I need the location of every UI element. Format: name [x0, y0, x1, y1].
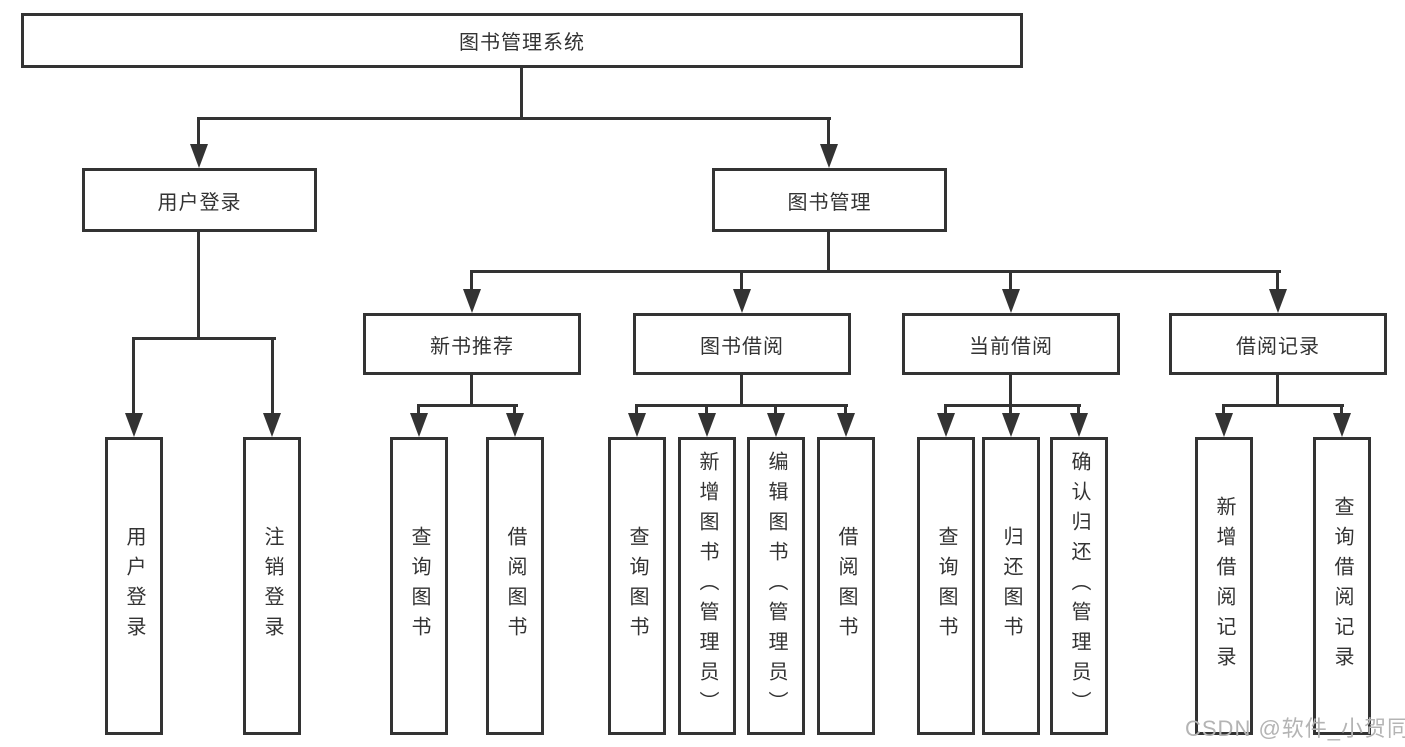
- connector-groupC-drop1: [944, 404, 947, 415]
- connector-level2-rail: [197, 117, 831, 120]
- connector-groupB-drop4: [844, 404, 847, 415]
- connector-groupD-drop2: [1340, 404, 1343, 415]
- arrow-down-icon: [1215, 413, 1233, 437]
- arrow-down-icon: [263, 413, 281, 437]
- connector-stem-new-book: [470, 270, 473, 293]
- leaf-add-books-admin: 新增图书（管理员）: [678, 437, 736, 735]
- leaf-logout: 注销登录: [243, 437, 301, 735]
- leaf-borrow-books: 借阅图书: [486, 437, 544, 735]
- leaf-label: 注销登录: [261, 526, 283, 646]
- arrow-down-icon: [1002, 289, 1020, 313]
- connector-groupB-stem: [740, 375, 743, 407]
- leaf-edit-books-admin: 编辑图书（管理员）: [747, 437, 805, 735]
- arrow-down-icon: [506, 413, 524, 437]
- leaf-label: 查询图书: [626, 526, 648, 646]
- leaf-query-books: 查询图书: [917, 437, 975, 735]
- arrow-down-icon: [837, 413, 855, 437]
- arrow-down-icon: [733, 289, 751, 313]
- connector-groupB-drop3: [774, 404, 777, 415]
- connector-stem-book-management: [827, 117, 830, 145]
- leaf-label: 新增图书（管理员）: [696, 451, 718, 721]
- arrow-down-icon: [1070, 413, 1088, 437]
- connector-groupC-drop2: [1009, 404, 1012, 415]
- connector-groupC-stem: [1009, 375, 1012, 407]
- node-new-book-recommend: 新书推荐: [363, 313, 581, 375]
- leaf-label: 借阅图书: [835, 526, 857, 646]
- leaf-return-books: 归还图书: [982, 437, 1040, 735]
- connector-groupA-stem: [470, 375, 473, 407]
- arrow-down-icon: [125, 413, 143, 437]
- csdn-watermark: CSDN @软件_小贺同学: [1185, 716, 1405, 741]
- leaf-label: 编辑图书（管理员）: [765, 451, 787, 721]
- node-user-login: 用户登录: [82, 168, 317, 232]
- connector-stem-book-borrow: [740, 270, 743, 293]
- arrow-down-icon: [410, 413, 428, 437]
- node-current-borrow: 当前借阅: [902, 313, 1120, 375]
- connector-groupB-drop1: [635, 404, 638, 415]
- arrow-down-icon: [820, 144, 838, 168]
- node-book-borrow: 图书借阅: [633, 313, 851, 375]
- connector-user-login-rail: [132, 337, 276, 340]
- connector-root-stem: [520, 68, 523, 120]
- leaf-borrow-books: 借阅图书: [817, 437, 875, 735]
- node-borrow-records: 借阅记录: [1169, 313, 1387, 375]
- connector-groupD-stem: [1276, 375, 1279, 407]
- leaf-add-borrow-record: 新增借阅记录: [1195, 437, 1253, 735]
- connector-groupA-drop1: [417, 404, 420, 415]
- leaf-label: 查询图书: [408, 526, 430, 646]
- arrow-down-icon: [1002, 413, 1020, 437]
- leaf-label: 归还图书: [1000, 526, 1022, 646]
- connector-groupC-drop3: [1077, 404, 1080, 415]
- connector-user-login-stem: [197, 232, 200, 340]
- node-book-management: 图书管理: [712, 168, 947, 232]
- leaf-query-books: 查询图书: [390, 437, 448, 735]
- leaf-user-login: 用户登录: [105, 437, 163, 735]
- arrow-down-icon: [1269, 289, 1287, 313]
- node-library-management-system: 图书管理系统: [21, 13, 1023, 68]
- leaf-label: 用户登录: [123, 526, 145, 646]
- connector-groupC-rail: [944, 404, 1081, 407]
- connector-groupA-rail: [417, 404, 518, 407]
- connector-stem-current-borrow: [1009, 270, 1012, 293]
- connector-groupB-drop2: [705, 404, 708, 415]
- leaf-confirm-return-admin: 确认归还（管理员）: [1050, 437, 1108, 735]
- connector-stem-user-login: [197, 117, 200, 145]
- arrow-down-icon: [937, 413, 955, 437]
- arrow-down-icon: [463, 289, 481, 313]
- arrow-down-icon: [767, 413, 785, 437]
- connector-stem-borrow-records: [1276, 270, 1279, 293]
- connector-groupD-drop1: [1222, 404, 1225, 415]
- connector-groupA-drop2: [513, 404, 516, 415]
- arrow-down-icon: [190, 144, 208, 168]
- leaf-label: 查询借阅记录: [1331, 496, 1353, 676]
- connector-stem-login-leaf: [132, 337, 135, 416]
- connector-groupB-rail: [635, 404, 848, 407]
- leaf-label: 查询图书: [935, 526, 957, 646]
- connector-stem-logout-leaf: [271, 337, 274, 416]
- connector-groupD-rail: [1222, 404, 1344, 407]
- arrow-down-icon: [698, 413, 716, 437]
- leaf-label: 确认归还（管理员）: [1068, 451, 1090, 721]
- leaf-label: 借阅图书: [504, 526, 526, 646]
- leaf-query-books: 查询图书: [608, 437, 666, 735]
- leaf-label: 新增借阅记录: [1213, 496, 1235, 676]
- leaf-query-borrow-record: 查询借阅记录: [1313, 437, 1371, 735]
- arrow-down-icon: [1333, 413, 1351, 437]
- connector-level3-rail: [470, 270, 1281, 273]
- arrow-down-icon: [628, 413, 646, 437]
- connector-book-management-stem: [827, 232, 830, 273]
